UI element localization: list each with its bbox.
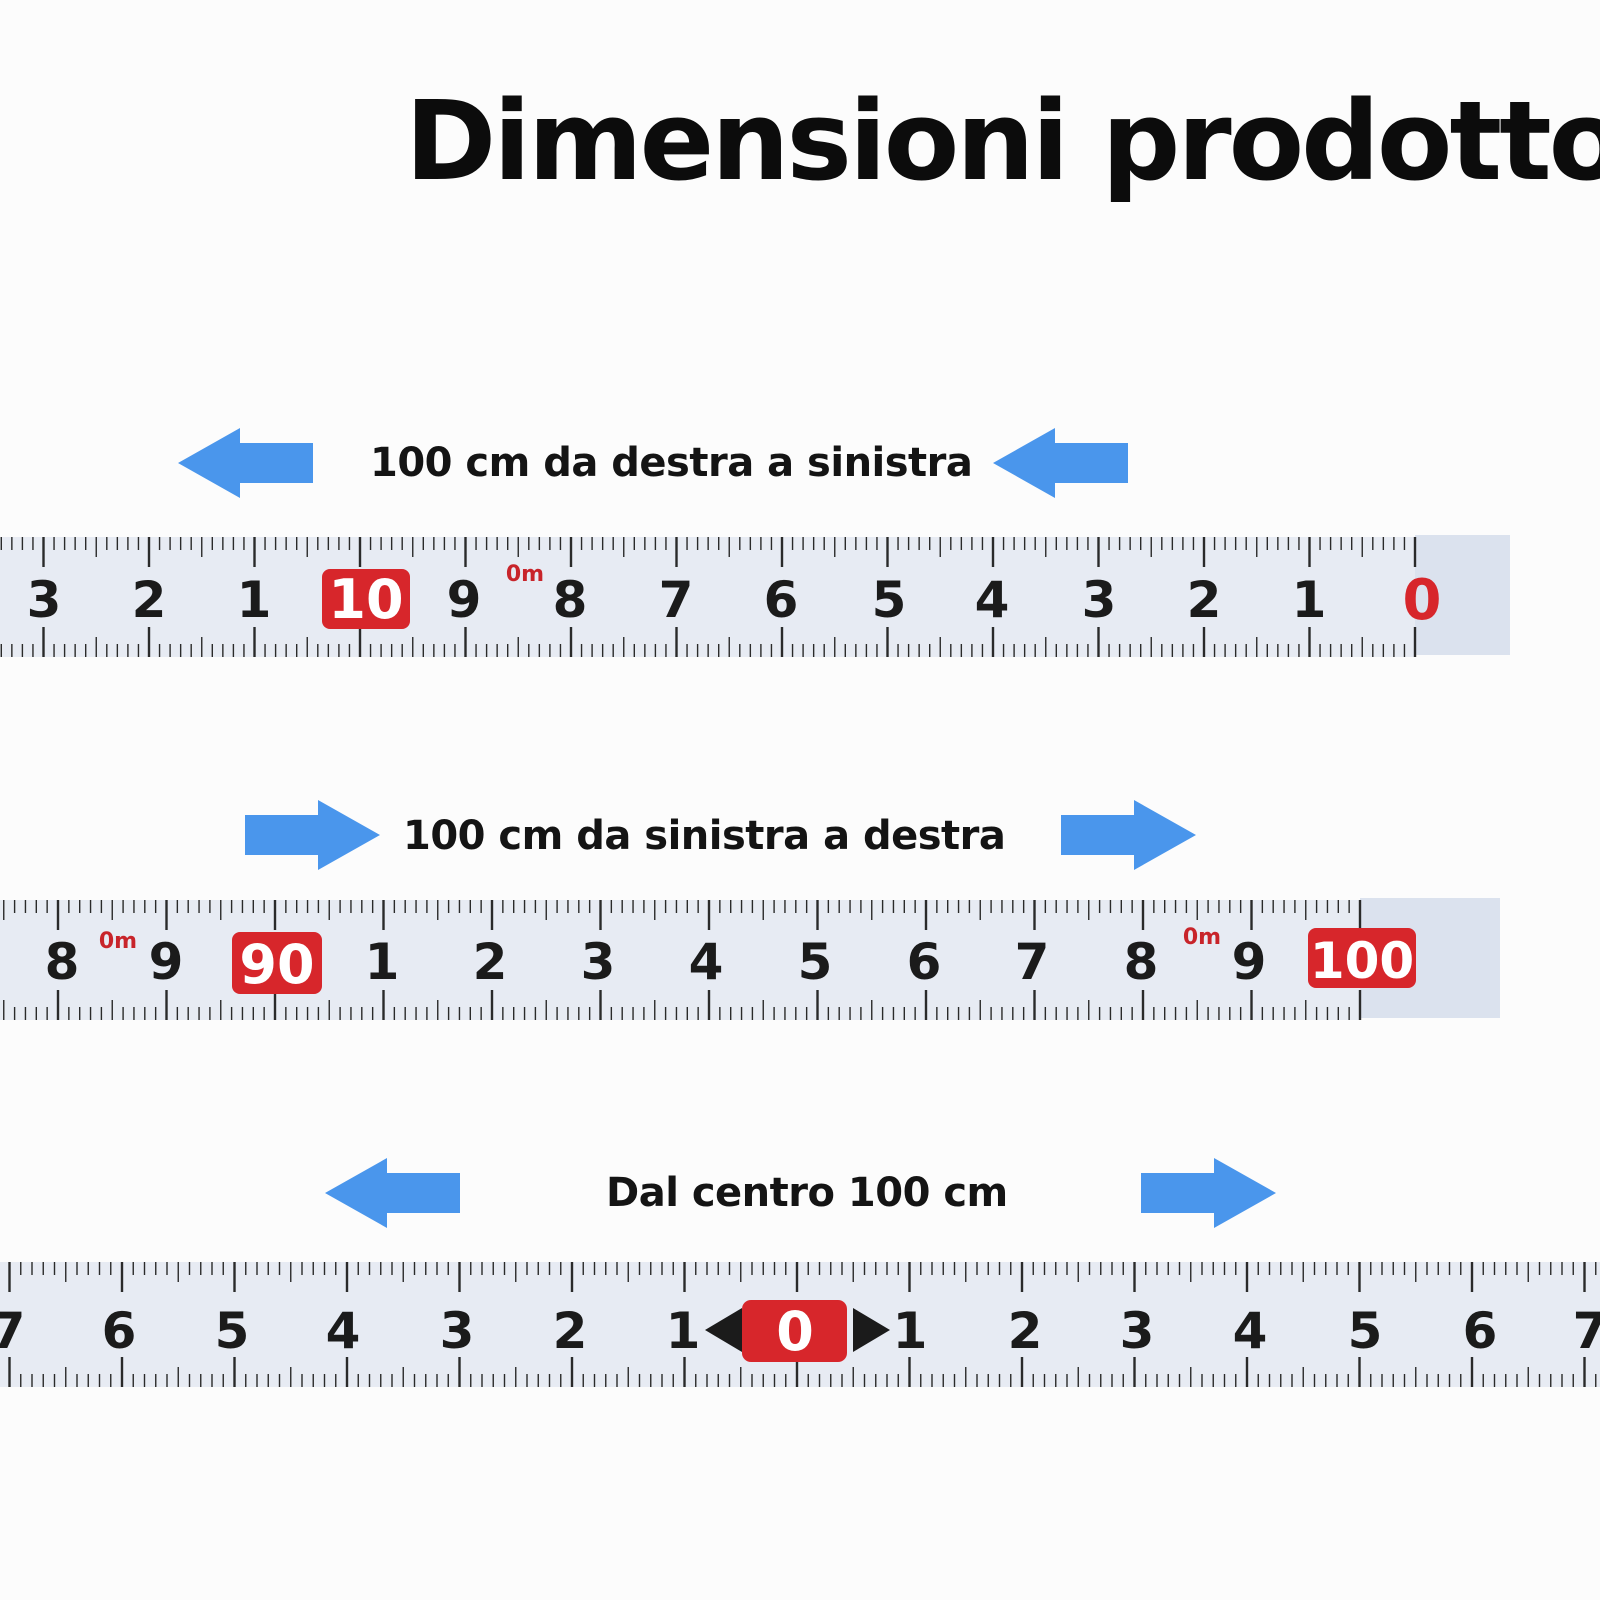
tick-label: 2: [553, 1302, 588, 1360]
tick-label: 1: [365, 933, 400, 991]
tape-body: [0, 537, 1415, 657]
tick-label: 2: [473, 933, 508, 991]
highlight-badge: [322, 569, 410, 629]
tape-ticks-bottom: [3, 990, 1362, 1020]
highlighted-label: 10: [328, 568, 403, 631]
tick-label: 1: [893, 1302, 928, 1360]
tick-label: 6: [764, 571, 799, 629]
meter-mark: 0m: [99, 929, 137, 954]
tick-label: 1: [666, 1302, 701, 1360]
tick-label: 4: [326, 1302, 361, 1360]
tick-label: 5: [1348, 1302, 1383, 1360]
triangle-left-icon: [705, 1308, 742, 1352]
highlighted-label: 0: [776, 1300, 814, 1363]
tick-label: 6: [907, 933, 942, 991]
ruler-center-caption: Dal centro 100 cm: [606, 1170, 1008, 1216]
tick-label: 7: [1015, 933, 1050, 991]
tick-label: 8: [1124, 933, 1159, 991]
tape-body: [0, 900, 1360, 1020]
tick-label: 2: [1008, 1302, 1043, 1360]
meter-mark: 0m: [506, 562, 544, 587]
page-title: Dimensioni prodotto: [405, 77, 1600, 205]
tick-label: 4: [1233, 1302, 1268, 1360]
tick-label: 3: [440, 1302, 475, 1360]
tape-ticks-bottom: [0, 627, 1417, 657]
tick-label: 5: [798, 933, 833, 991]
tick-label: 9: [149, 933, 184, 991]
ruler-center-tape: 7 6 5 4 3 2 1 0 1 2 3 4 5 6 7: [0, 1262, 1600, 1387]
tick-label: 3: [581, 933, 616, 991]
highlight-badge: [1308, 928, 1416, 988]
triangle-right-icon: [853, 1308, 890, 1352]
highlight-badge: [232, 932, 322, 994]
arrow-right-icon: [245, 800, 380, 870]
tick-label: 3: [1120, 1302, 1155, 1360]
arrow-left-icon: [993, 428, 1128, 498]
arrow-right-icon: [1141, 1158, 1276, 1228]
tick-label: 9: [1232, 933, 1267, 991]
tape-end: [1415, 535, 1510, 655]
tape-ticks-bottom: [8, 1357, 1597, 1387]
tick-label: 7: [659, 571, 694, 629]
ruler-ltr-caption: 100 cm da sinistra a destra: [403, 813, 1006, 859]
arrow-right-icon: [1061, 800, 1196, 870]
arrow-left-icon: [325, 1158, 460, 1228]
tape-ticks-top: [0, 537, 1417, 567]
highlighted-label: 100: [1310, 932, 1414, 990]
highlighted-label: 0: [1403, 568, 1442, 633]
tick-label: 9: [447, 571, 482, 629]
tick-label: 1: [237, 571, 272, 629]
tick-label: 7: [0, 1302, 25, 1360]
tick-label: 8: [553, 571, 588, 629]
ruler-rtl-caption: 100 cm da destra a sinistra: [370, 440, 973, 486]
tick-label: 8: [45, 933, 80, 991]
tick-label: 3: [1082, 571, 1117, 629]
highlight-badge: [742, 1300, 847, 1362]
tick-label: 3: [27, 571, 62, 629]
tick-label: 5: [872, 571, 907, 629]
ruler-rtl-tape: 3 2 1 10 9 0m 8 7 6 5 4 3 2 1 0: [0, 535, 1510, 657]
tick-label: 6: [1463, 1302, 1498, 1360]
ruler-ltr-tape: 8 0m 9 90 1 2 3 4 5 6 7 8 0m 9 100: [0, 898, 1500, 1020]
meter-mark: 0m: [1183, 925, 1221, 950]
tick-label: 2: [1187, 571, 1222, 629]
tick-label: 1: [1292, 571, 1327, 629]
tick-label: 4: [975, 571, 1010, 629]
arrow-left-icon: [178, 428, 313, 498]
tick-label: 7: [1573, 1302, 1600, 1360]
highlighted-label: 90: [239, 933, 314, 996]
tick-label: 5: [215, 1302, 250, 1360]
tick-label: 4: [689, 933, 724, 991]
tape-ticks-top: [3, 900, 1362, 930]
tick-label: 6: [102, 1302, 137, 1360]
tape-ticks-top: [8, 1262, 1597, 1292]
tick-label: 2: [132, 571, 167, 629]
